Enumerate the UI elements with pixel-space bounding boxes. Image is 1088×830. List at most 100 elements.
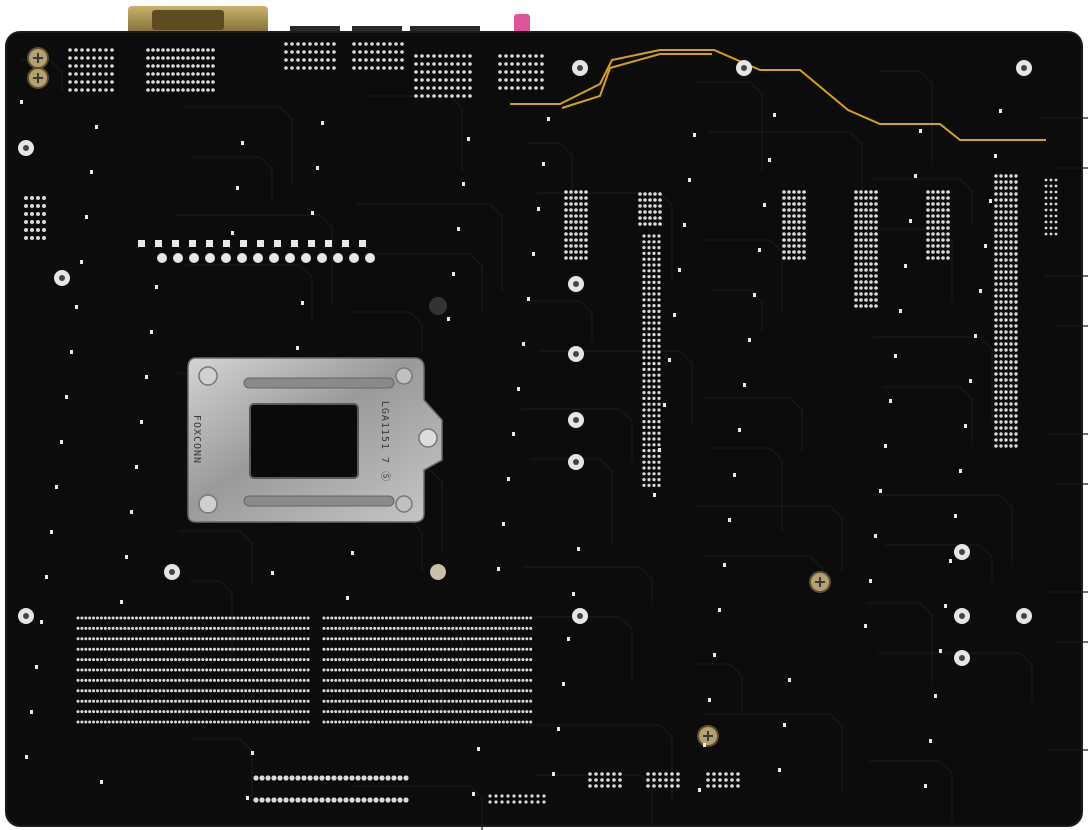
- dimm-rows-left-dot: [271, 626, 275, 630]
- io-block-5-dot: [444, 54, 448, 58]
- pcie-slot-aux-1-dot: [584, 244, 588, 248]
- atx-power-pins-dot: [994, 306, 998, 310]
- dimm-rows-right-dot: [334, 710, 338, 714]
- pcie-slot-1-pins-dot: [652, 379, 656, 383]
- dimm-rows-right-dot: [400, 616, 404, 620]
- dimm-rows-left-dot: [193, 626, 197, 630]
- dimm-rows-left-dot: [279, 678, 283, 682]
- dimm-rows-right-dot: [392, 626, 396, 630]
- atx-power-pins-dot: [994, 222, 998, 226]
- atx-power-pins-dot: [1009, 192, 1013, 196]
- dimm-rows-left-dot: [220, 678, 224, 682]
- pcie-slot-1-pins-dot: [647, 344, 651, 348]
- atx-power-pins-dot: [1004, 186, 1008, 190]
- dimm-rows-left-dot: [224, 616, 228, 620]
- smd-component: [884, 444, 887, 448]
- dimm-rows-right-dot: [400, 626, 404, 630]
- dimm-rows-right-dot: [498, 616, 501, 620]
- dimm-rows-left-dot: [88, 710, 92, 714]
- pcie-slot-aux-2-dot: [792, 220, 796, 224]
- pcie-slot-aux-1-dot: [574, 244, 578, 248]
- dimm-rows-right-dot: [326, 720, 330, 724]
- pcie-slot-1-pins-dot: [652, 292, 656, 296]
- io-block-2-dot: [176, 64, 180, 68]
- smd-component: [85, 215, 88, 219]
- dimm-rows-left-dot: [142, 658, 146, 662]
- dimm-rows-left-dot: [154, 720, 158, 724]
- atx-power-pins-dot: [1004, 282, 1008, 286]
- pcie-slot-aux-4-dot: [936, 226, 940, 230]
- pcie-slot-1-pins-dot: [642, 257, 646, 261]
- io-block-4-dot: [370, 42, 374, 46]
- sata-block-2-dot: [646, 784, 650, 788]
- dimm-rows-left-dot: [220, 668, 224, 672]
- atx-power-pins-dot: [999, 186, 1003, 190]
- atx-power-pins-dot: [994, 294, 998, 298]
- sata-block-2-dot: [676, 784, 680, 788]
- mounting-hole-center: [573, 417, 579, 423]
- atx-power-pins-dot: [994, 414, 998, 418]
- pcie-slot-aux-2-dot: [782, 238, 786, 242]
- io-block-5-dot: [420, 94, 424, 98]
- pcie-slot-1-header-dot: [653, 216, 657, 220]
- pcie-slot-aux-3-dot: [869, 256, 873, 260]
- dimm-rows-left-dot: [220, 647, 224, 651]
- dimm-rows-right-dot: [435, 689, 439, 693]
- pcie-slot-aux-4-dot: [936, 214, 940, 218]
- dimm-rows-left-dot: [177, 647, 181, 651]
- pcie-slot-1-header-dot: [638, 222, 642, 226]
- dimm-rows-left-dot: [150, 689, 154, 693]
- right-edge-pins-dot: [1049, 220, 1053, 224]
- pcie-slot-aux-4-dot: [931, 226, 935, 230]
- dimm-rows-left-dot: [185, 689, 189, 693]
- sata-block-2-dot: [652, 772, 656, 776]
- front-panel-header-dot: [325, 797, 331, 803]
- dimm-rows-right-dot: [353, 626, 357, 630]
- vrm-pad: [359, 240, 366, 247]
- dimm-rows-left-dot: [131, 699, 135, 703]
- dimm-rows-right-dot: [334, 658, 338, 662]
- io-block-2-dot: [166, 88, 170, 92]
- atx-power-pins-dot: [994, 270, 998, 274]
- dimm-rows-left-dot: [107, 616, 111, 620]
- dimm-rows-right-dot: [365, 637, 369, 641]
- dimm-rows-left-dot: [80, 720, 84, 724]
- usb-header-pins-dot: [530, 800, 534, 804]
- dimm-rows-left-dot: [88, 699, 92, 703]
- io-block-1-dot: [74, 80, 78, 84]
- dimm-rows-right-dot: [392, 720, 396, 724]
- dimm-rows-left-dot: [248, 678, 252, 682]
- io-block-3-dot: [290, 50, 294, 54]
- dimm-rows-right-dot: [420, 668, 423, 672]
- atx-power-pins-dot: [1009, 360, 1013, 364]
- pcie-slot-aux-4-dot: [941, 250, 945, 254]
- mounting-hole-center: [741, 65, 747, 71]
- dimm-rows-right-dot: [509, 678, 513, 682]
- dimm-rows-right-dot: [466, 668, 470, 672]
- dimm-rows-left-dot: [294, 710, 298, 714]
- pcie-slot-aux-1-dot: [569, 196, 573, 200]
- dimm-rows-left-dot: [92, 637, 96, 641]
- dimm-rows-right-dot: [435, 678, 439, 682]
- pcie-slot-aux-2-dot: [797, 196, 801, 200]
- pcie-slot-aux-2-dot: [792, 250, 796, 254]
- io-block-6: [498, 54, 544, 90]
- pcb-trace: [696, 663, 743, 712]
- right-edge-pins-dot: [1049, 226, 1053, 230]
- io-block-2-dot: [146, 80, 150, 84]
- dimm-rows-right-dot: [482, 637, 486, 641]
- pcie-slot-aux-4-dot: [926, 232, 930, 236]
- pcie-slot-aux-2-dot: [787, 202, 791, 206]
- io-block-3-dot: [320, 42, 324, 46]
- io-block-2-dot: [176, 56, 180, 60]
- dimm-rows-right-dot: [357, 658, 361, 662]
- dimm-rows-left-dot: [99, 699, 103, 703]
- dimm-rows-right-dot: [501, 637, 505, 641]
- pcie-slot-aux-3-dot: [874, 286, 878, 290]
- dimm-rows-right-dot: [342, 678, 345, 682]
- right-edge-pins-dot: [1044, 220, 1048, 224]
- io-block-1-dot: [74, 72, 78, 76]
- pcie-slot-1-header-dot: [643, 222, 647, 226]
- dimm-rows-right-dot: [423, 689, 427, 693]
- atx-power-pins-dot: [994, 192, 998, 196]
